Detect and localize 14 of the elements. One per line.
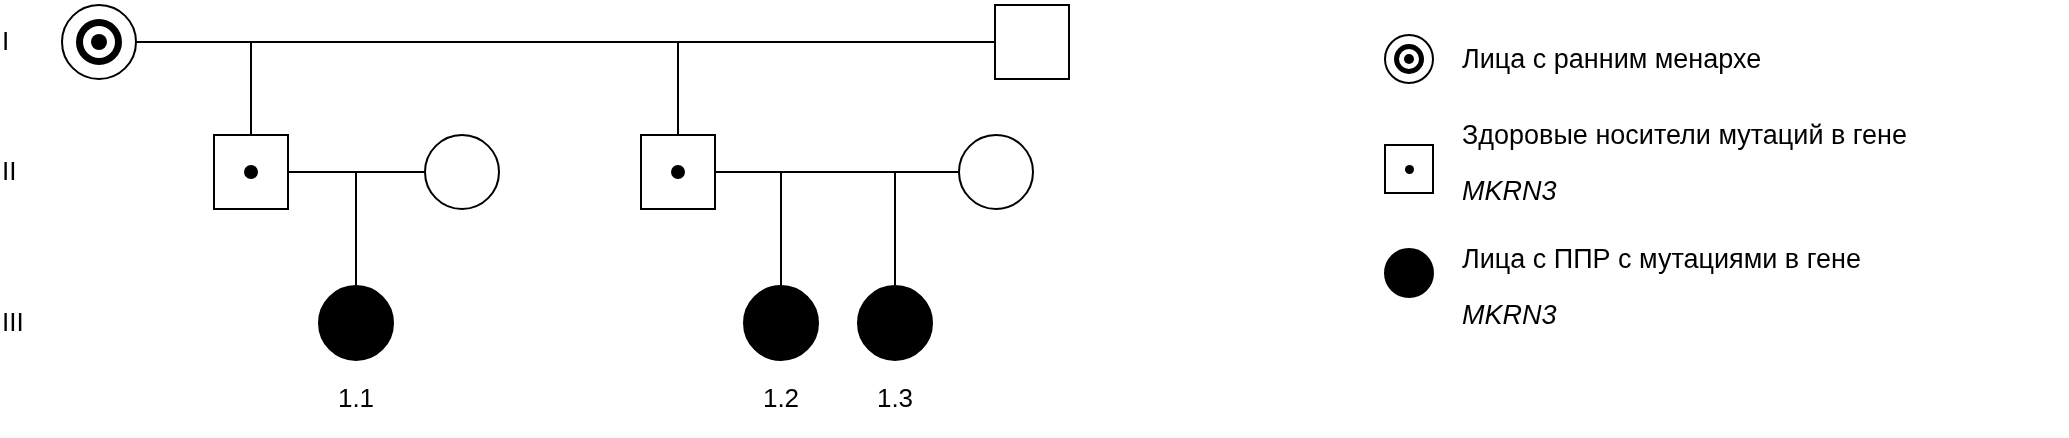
generation-label: II bbox=[2, 158, 17, 184]
square-symbol bbox=[640, 134, 716, 210]
pedigree-line bbox=[288, 171, 357, 286]
square-symbol bbox=[994, 4, 1070, 80]
generation-label: I bbox=[2, 28, 10, 54]
generation-label: III bbox=[2, 309, 24, 335]
square-symbol bbox=[213, 134, 289, 210]
legend-text: Лица с ранним менархе bbox=[1462, 43, 1763, 76]
individual-number: 1.3 bbox=[876, 385, 914, 411]
legend-text: Здоровые носители мутаций в гене MKRN3 bbox=[1462, 119, 1909, 208]
pedigree-line bbox=[715, 171, 896, 286]
legend-text: Лица с ППР с мутациями в гене MKRN3 bbox=[1462, 243, 1862, 332]
individual-number: 1.2 bbox=[762, 385, 800, 411]
individual-number: 1.1 bbox=[337, 385, 375, 411]
